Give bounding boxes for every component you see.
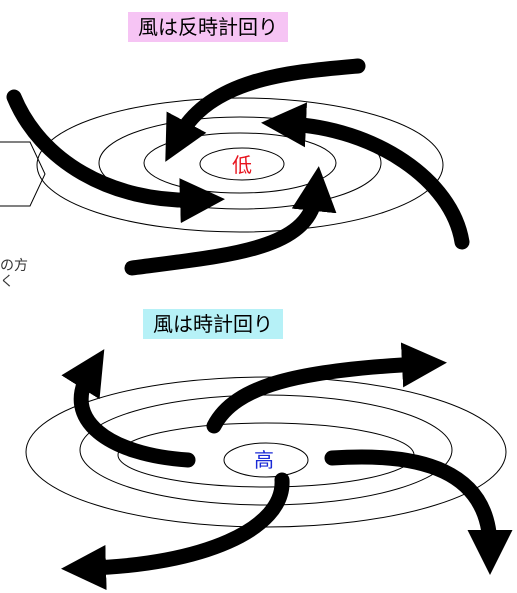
high-center-label: 高 xyxy=(254,448,274,472)
high-arrow-upper-left xyxy=(61,349,196,468)
chevron-shape xyxy=(0,141,46,207)
high-isobar-middle xyxy=(79,394,453,506)
high-arrow-lower-left xyxy=(61,472,290,591)
low-arrow-right xyxy=(261,102,470,250)
low-wind-arrows xyxy=(6,58,470,276)
low-center-ring xyxy=(199,147,285,181)
low-pressure-title: 風は反時計回り xyxy=(128,12,288,42)
high-wind-arrows xyxy=(61,342,513,591)
high-arrow-upper-right xyxy=(206,342,447,434)
low-center-label: 低 xyxy=(232,153,252,177)
low-isobars xyxy=(36,97,444,233)
high-arrow-lower-right xyxy=(324,449,513,575)
side-note-line-1: の方 xyxy=(0,258,28,274)
high-center-ring xyxy=(223,442,309,478)
low-isobar-outer xyxy=(36,97,444,233)
low-isobar-middle xyxy=(98,116,382,210)
side-note: の方 く xyxy=(0,258,28,290)
high-pressure-title: 風は時計回り xyxy=(143,309,283,339)
low-arrow-bottom xyxy=(124,166,337,276)
low-arrow-left xyxy=(6,89,225,224)
side-note-line-2: く xyxy=(0,274,14,290)
low-isobar-inner xyxy=(143,132,337,194)
low-arrow-top xyxy=(165,58,366,162)
